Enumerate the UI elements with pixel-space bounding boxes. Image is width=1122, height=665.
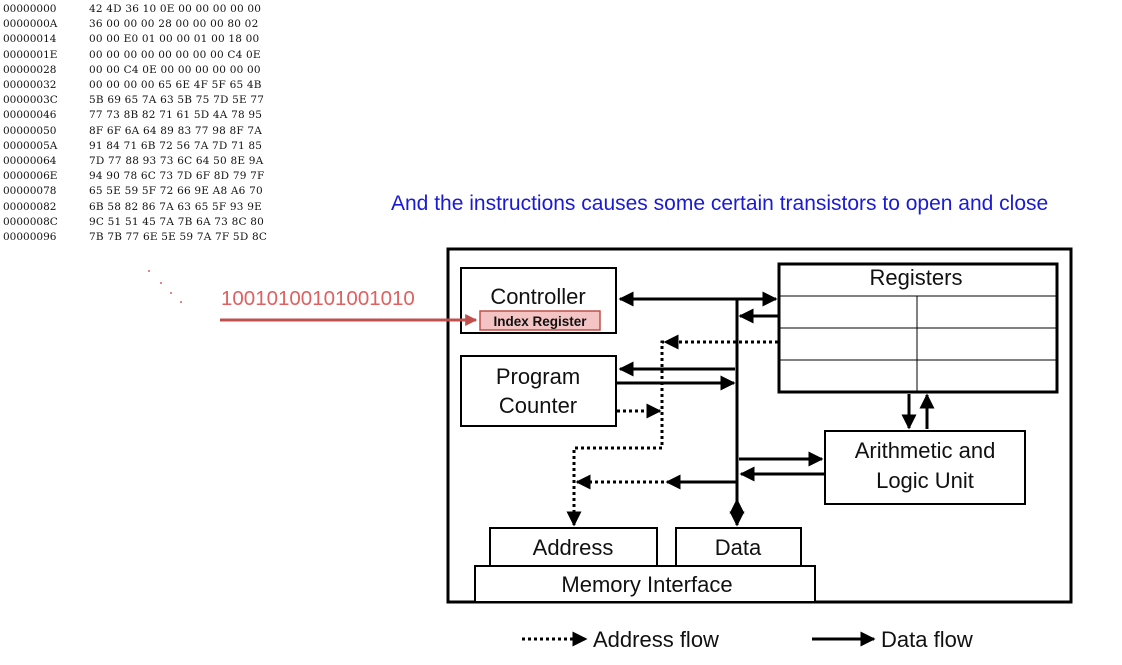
hex-address: 00000000 [3, 3, 57, 15]
alu-box [824, 430, 1026, 505]
hex-bytes: 5B 69 65 7A 63 5B 75 7D 5E 77 [89, 94, 265, 107]
data-flow-legend-label: Data flow [881, 627, 973, 652]
hex-row: 0000006E 94 90 78 6C 73 7D 6F 8D 79 7F [3, 169, 267, 184]
hex-row: 00000000 42 4D 36 10 0E 00 00 00 00 00 [3, 2, 267, 17]
hex-address: 0000005A [3, 139, 58, 152]
ellipsis-dot [170, 292, 172, 294]
hex-row: 00000014 00 00 E0 01 00 00 01 00 18 00 [3, 32, 267, 47]
hex-address: 00000028 [3, 63, 57, 76]
hex-address: 00000046 [3, 109, 57, 122]
hex-address: 00000050 [3, 124, 57, 137]
index-register-label: Index Register [493, 314, 587, 329]
memory-interface-label: Memory Interface [561, 572, 732, 597]
hex-row: 00000078 65 5E 59 5F 72 66 9E A8 A6 70 [3, 184, 267, 199]
hex-row: 00000064 7D 77 88 93 73 6C 64 50 8E 9A [3, 154, 267, 169]
memory-interface-box [474, 565, 816, 603]
hex-address: 00000064 [3, 155, 57, 168]
hex-bytes: 94 90 78 6C 73 7D 6F 8D 79 7F [89, 170, 265, 183]
explanation-heading: And the instructions causes some certain… [391, 192, 1049, 215]
hex-address: 00000078 [3, 185, 57, 198]
registers-label: Registers [870, 265, 963, 290]
data-box [675, 527, 802, 567]
hex-bytes: 65 5E 59 5F 72 66 9E A8 A6 70 [89, 185, 263, 198]
hex-bytes: 42 4D 36 10 0E 00 00 00 00 00 [89, 3, 262, 15]
hex-bytes: 77 73 8B 82 71 61 5D 4A 78 95 [89, 109, 263, 122]
hex-address: 0000003C [3, 94, 58, 107]
hex-bytes: 00 00 00 00 00 00 00 00 C4 0E [89, 48, 261, 61]
hex-address: 0000006E [3, 170, 58, 183]
address-label: Address [533, 535, 614, 560]
hex-row: 00000028 00 00 C4 0E 00 00 00 00 00 00 [3, 63, 267, 78]
hex-address: 0000000A [3, 18, 58, 31]
hex-bytes: 6B 58 82 86 7A 63 65 5F 93 9E [89, 200, 262, 213]
hex-bytes: 91 84 71 6B 72 56 7A 7D 71 85 [89, 139, 263, 152]
hex-row: 00000096 7B 7B 77 6E 5E 59 7A 7F 5D 8C [3, 230, 267, 245]
hex-bytes: 7B 7B 77 6E 5E 59 7A 7F 5D 8C [89, 231, 268, 244]
hex-row: 00000032 00 00 00 00 65 6E 4F 5F 65 4B [3, 78, 267, 93]
hex-row: 0000000A 36 00 00 00 28 00 00 00 80 02 [3, 17, 267, 32]
hex-row: 00000046 77 73 8B 82 71 61 5D 4A 78 95 [3, 108, 267, 123]
ellipsis-dot [180, 301, 182, 303]
hex-row: 0000003C 5B 69 65 7A 63 5B 75 7D 5E 77 [3, 93, 267, 108]
hex-row: 0000005A 91 84 71 6B 72 56 7A 7D 71 85 [3, 139, 267, 154]
program-counter-label-1: Program [496, 364, 580, 389]
data-label: Data [715, 535, 762, 560]
hex-row: 00000082 6B 58 82 86 7A 63 65 5F 93 9E [3, 200, 267, 215]
hex-address: 0000008C [3, 215, 58, 228]
hex-address: 0000001E [3, 48, 58, 61]
hex-address: 00000082 [3, 200, 57, 213]
hex-bytes: 8F 6F 6A 64 89 83 77 98 8F 7A [89, 124, 263, 137]
program-counter-label-2: Counter [499, 393, 577, 418]
ellipsis-dot [148, 270, 150, 272]
hex-bytes: 36 00 00 00 28 00 00 00 80 02 [89, 18, 259, 31]
alu-label-2: Logic Unit [876, 468, 974, 493]
address-box [489, 527, 658, 567]
hex-bytes: 9C 51 51 45 7A 7B 6A 73 8C 80 [89, 215, 264, 228]
hex-address: 00000096 [3, 231, 57, 244]
hex-bytes: 00 00 E0 01 00 00 01 00 18 00 [89, 33, 260, 46]
hex-address: 00000014 [3, 33, 57, 46]
hex-bytes: 7D 77 88 93 73 6C 64 50 8E 9A [89, 155, 264, 168]
address-flow-registers [566, 340, 778, 527]
index-register-box [479, 310, 601, 331]
hex-bytes: 00 00 C4 0E 00 00 00 00 00 00 [89, 63, 261, 76]
hex-address: 00000032 [3, 79, 57, 92]
hex-row: 0000008C 9C 51 51 45 7A 7B 6A 73 8C 80 [3, 215, 267, 230]
controller-label: Controller [490, 284, 585, 309]
hex-row: 00000050 8F 6F 6A 64 89 83 77 98 8F 7A [3, 124, 267, 139]
alu-label-1: Arithmetic and [855, 438, 996, 463]
program-counter-box [460, 355, 617, 427]
hex-row: 0000001E 00 00 00 00 00 00 00 00 C4 0E [3, 48, 267, 63]
ellipsis-dot [160, 282, 162, 284]
address-flow-legend-label: Address flow [593, 627, 719, 652]
hex-bytes: 00 00 00 00 65 6E 4F 5F 65 4B [89, 79, 262, 92]
binary-instruction: 10010100101001010 [221, 287, 415, 310]
